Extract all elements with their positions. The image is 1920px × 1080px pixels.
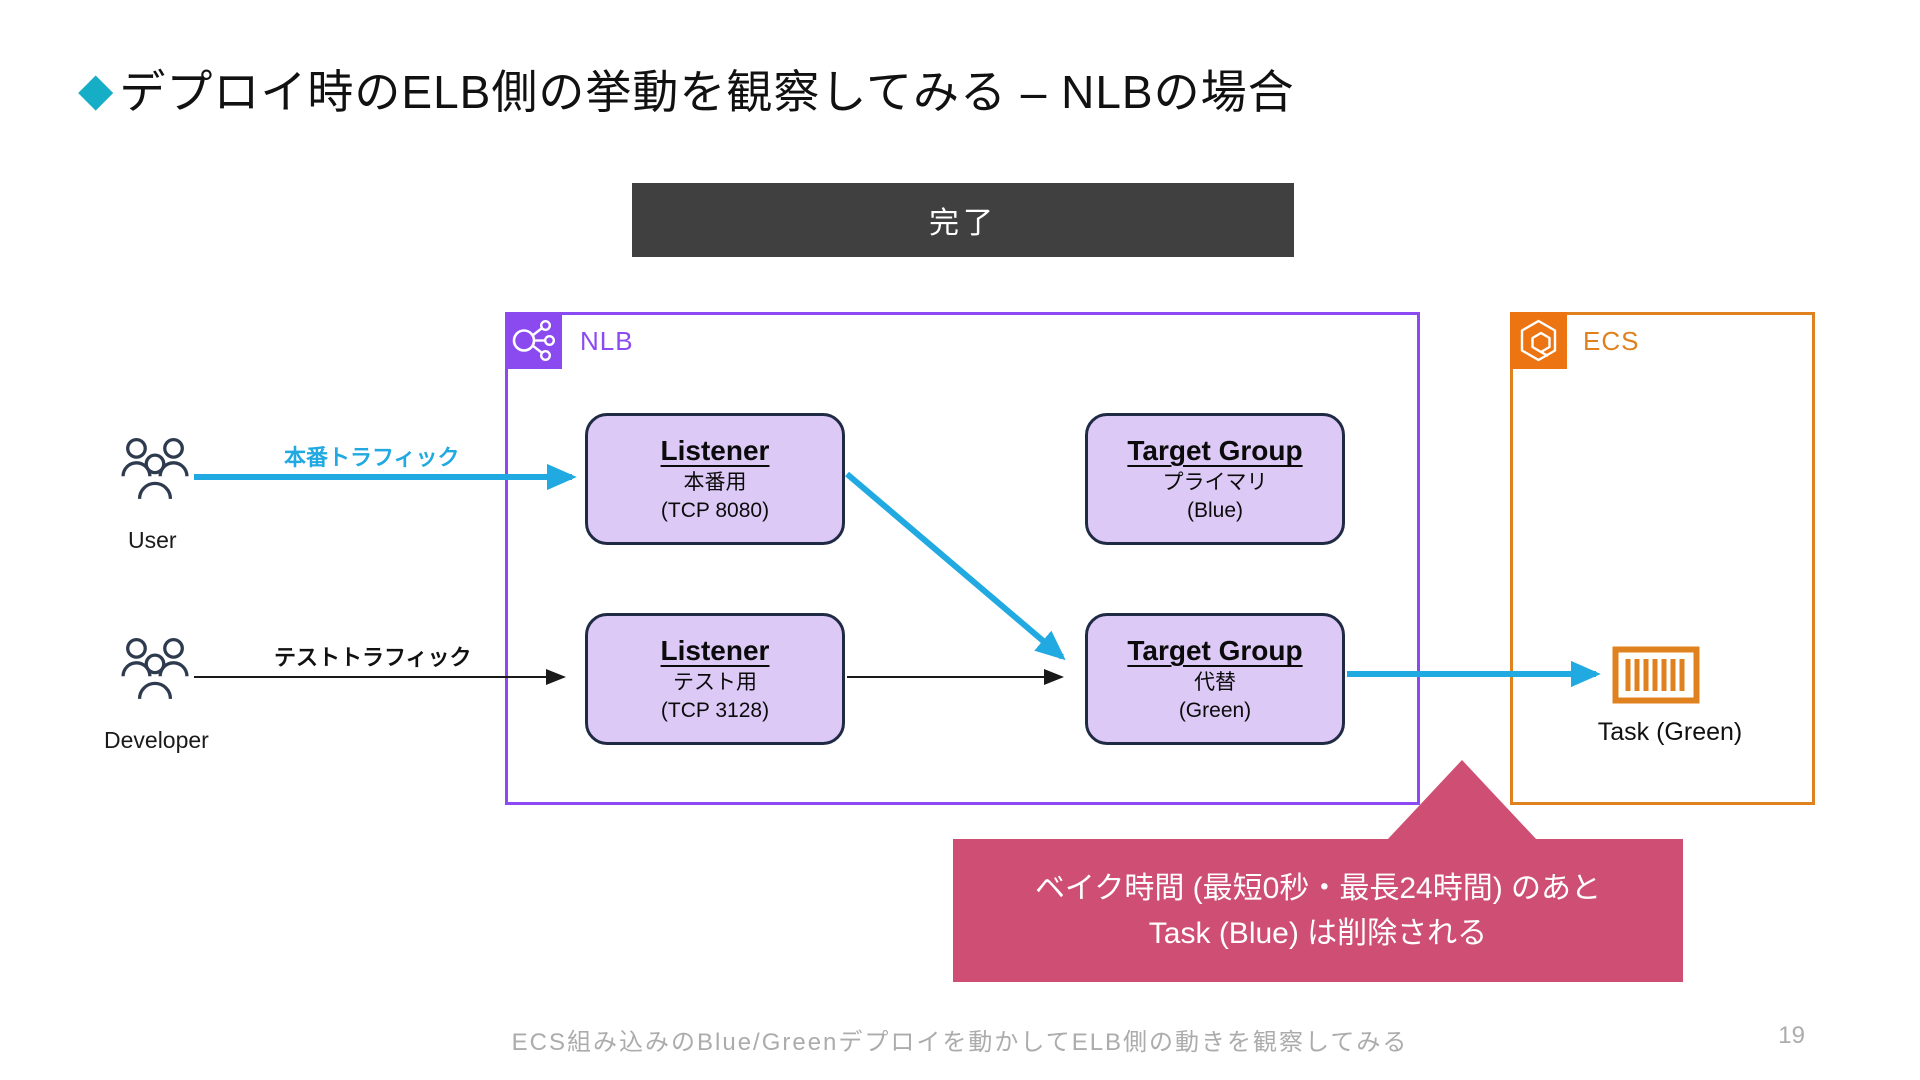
page-title-text: デプロイ時のELB側の挙動を観察してみる – NLBの場合 bbox=[119, 66, 1295, 118]
nlb-label: NLB bbox=[580, 326, 634, 356]
listener-test-port: (TCP 3128) bbox=[660, 699, 770, 723]
bake-time-callout: ベイク時間 (最短0秒・最長24時間) のあと Task (Blue) は削除さ… bbox=[953, 839, 1683, 982]
user-label: User bbox=[128, 527, 177, 553]
prod-traffic-label: 本番トラフィック bbox=[284, 445, 460, 470]
target-group-primary-node: Target Group プライマリ (Blue) bbox=[1085, 413, 1345, 545]
ecs-group-box bbox=[1510, 312, 1815, 805]
target-group-alt-variant: (Green) bbox=[1178, 699, 1252, 723]
footer-title: ECS組み込みのBlue/Greenデプロイを動かしてELB側の動きを観察してみ… bbox=[511, 1029, 1409, 1056]
callout-line2: Task (Blue) は削除される bbox=[1148, 916, 1488, 950]
listener-prod-node: Listener 本番用 (TCP 8080) bbox=[585, 413, 845, 545]
listener-prod-title: Listener bbox=[660, 435, 770, 467]
ecs-service-icon bbox=[1510, 312, 1567, 369]
listener-prod-port: (TCP 8080) bbox=[660, 499, 770, 523]
developer-label: Developer bbox=[104, 727, 209, 753]
page-title: ◆ デプロイ時のELB側の挙動を観察してみる – NLBの場合 bbox=[78, 56, 1295, 122]
target-group-primary-variant: (Blue) bbox=[1186, 499, 1244, 523]
target-group-primary-title: Target Group bbox=[1127, 435, 1303, 467]
listener-prod-subtitle: 本番用 bbox=[683, 471, 747, 495]
nlb-group-box bbox=[505, 312, 1420, 805]
ecs-task-container-icon bbox=[1612, 646, 1700, 709]
listener-test-subtitle: テスト用 bbox=[673, 671, 757, 695]
diamond-bullet-icon: ◆ bbox=[78, 63, 114, 115]
target-group-alt-title: Target Group bbox=[1127, 635, 1303, 667]
status-banner: 完了 bbox=[632, 183, 1294, 257]
task-green-label: Task (Green) bbox=[1597, 718, 1743, 746]
listener-test-node: Listener テスト用 (TCP 3128) bbox=[585, 613, 845, 745]
developer-group-icon bbox=[120, 637, 190, 706]
callout-line1: ベイク時間 (最短0秒・最長24時間) のあと bbox=[1034, 871, 1602, 905]
listener-test-title: Listener bbox=[660, 635, 770, 667]
status-banner-label: 完了 bbox=[929, 207, 997, 240]
ecs-label: ECS bbox=[1583, 326, 1640, 356]
target-group-primary-subtitle: プライマリ bbox=[1162, 471, 1268, 495]
target-group-alt-subtitle: 代替 bbox=[1194, 671, 1236, 695]
user-group-icon bbox=[120, 437, 190, 506]
test-traffic-label: テストトラフィック bbox=[274, 645, 472, 670]
target-group-alt-node: Target Group 代替 (Green) bbox=[1085, 613, 1345, 745]
page-number: 19 bbox=[1778, 1022, 1805, 1049]
nlb-service-icon bbox=[505, 312, 562, 369]
